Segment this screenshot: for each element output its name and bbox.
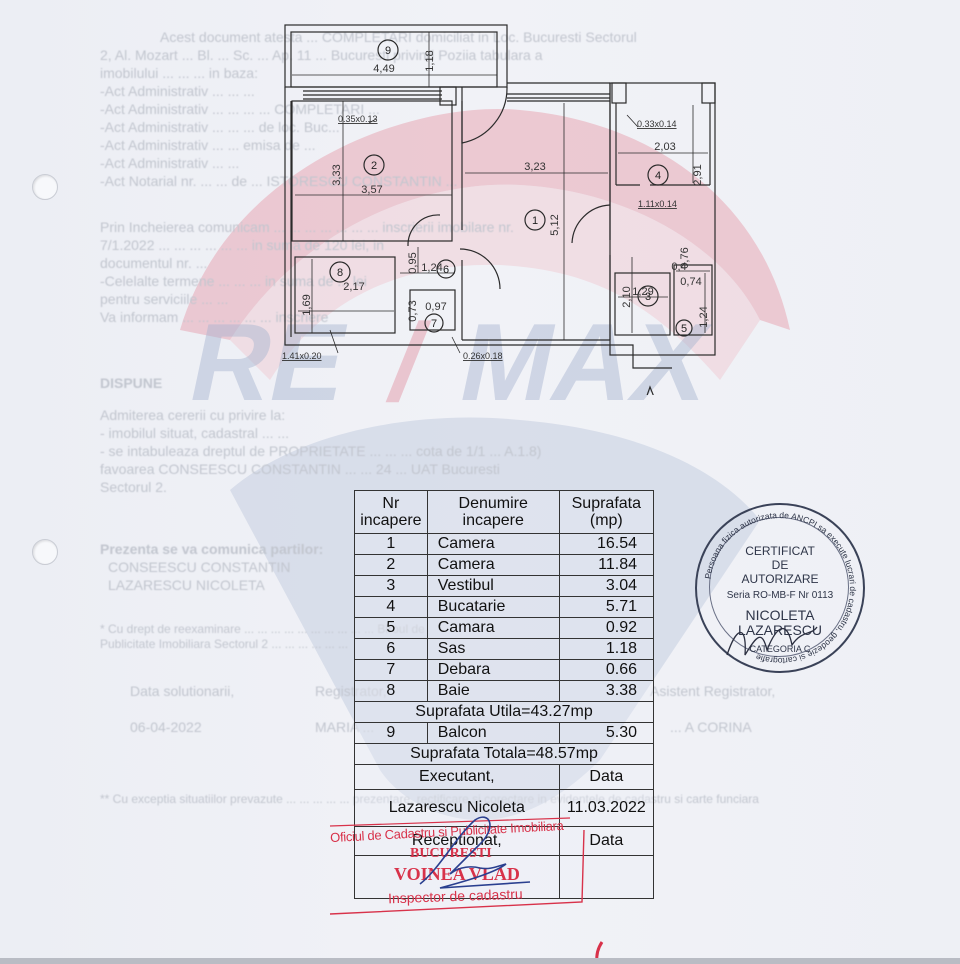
svg-text:2,03: 2,03 (654, 141, 675, 153)
north-arrow-icon (642, 385, 659, 408)
svg-text:2,10: 2,10 (621, 286, 633, 307)
punch-hole-bottom (32, 539, 58, 565)
svg-text:3,23: 3,23 (524, 161, 545, 173)
svg-text:0,4: 0,4 (671, 261, 686, 273)
bleed-through-dispune: DISPUNE Admiterea cererii cu privire la:… (100, 375, 542, 495)
header-room-name: Denumire incapere (426, 490, 560, 534)
header-room-area: Suprafata (mp) (558, 490, 655, 534)
svg-text:1,69: 1,69 (301, 294, 313, 315)
table-row: 5 Camara 0.92 (354, 617, 655, 639)
table-row: 8 Baie 3.38 (354, 680, 655, 702)
svg-text:5: 5 (681, 323, 687, 335)
certificate-stamp: Persoana fizica autorizata de ANCPI sa e… (695, 503, 865, 673)
balcony-row: 9 Balcon 5.30 (354, 722, 655, 744)
inspector-signature (419, 816, 531, 889)
svg-text:0,97: 0,97 (425, 301, 446, 313)
svg-text:1.11x0.14: 1.11x0.14 (638, 199, 677, 209)
svg-text:3,57: 3,57 (361, 184, 382, 196)
bleed-through-top: Acest document atesta ... COMPLETARI dom… (100, 29, 637, 189)
table-row: 7 Debara 0.66 (354, 659, 655, 681)
received-signature-row (354, 855, 655, 899)
svg-text:0.26x0.18: 0.26x0.18 (463, 351, 503, 361)
table-row: 3 Vestibul 3.04 (354, 575, 655, 597)
certificate-signature (726, 626, 818, 656)
svg-text:1,24: 1,24 (421, 262, 442, 274)
svg-text:2: 2 (371, 160, 377, 172)
useful-area-total-row: Suprafata Utila=43.27mp (354, 701, 654, 723)
floor-plan-drawing: 9 2 1 4 3 5 6 7 8 4,49 3,57 3,23 2,03 2,… (282, 24, 716, 408)
bleed-through-mid: Prin Incheierea comunicam ... ... ... ..… (100, 219, 514, 325)
svg-text:3: 3 (645, 291, 651, 303)
bleed-through-parties: Prezenta se va comunica partilor: CONSEE… (100, 541, 324, 593)
svg-text:1.41x0.20: 1.41x0.20 (282, 351, 322, 361)
page-bottom-edge (0, 958, 960, 964)
svg-text:1,29: 1,29 (632, 286, 653, 298)
certificate-stamp-ring: Persoana fizica autorizata de ANCPI sa e… (703, 510, 858, 666)
svg-text:9: 9 (385, 45, 391, 57)
svg-text:6: 6 (443, 264, 449, 276)
floor-plan: 9 2 1 4 3 5 6 7 8 4,49 3,57 3,23 2,03 2,… (270, 15, 730, 408)
svg-text:1,18: 1,18 (424, 50, 436, 71)
svg-text:4: 4 (655, 170, 661, 182)
table-row: 2 Camera 11.84 (354, 554, 655, 576)
svg-text:0.35x0.13: 0.35x0.13 (338, 114, 378, 124)
executant-row: Lazarescu Nicoleta 11.03.2022 (354, 789, 655, 827)
table-row: 4 Bucatarie 5.71 (354, 596, 655, 618)
svg-text:1: 1 (532, 215, 538, 227)
punch-hole-top (32, 174, 58, 200)
svg-text:0,74: 0,74 (680, 276, 701, 288)
svg-text:0.33x0.14: 0.33x0.14 (637, 119, 677, 129)
svg-text:3,33: 3,33 (331, 164, 343, 185)
ocpi-stamp-frame (329, 817, 585, 915)
header-room-number: Nr incapere (354, 490, 428, 534)
svg-text:0,76: 0,76 (679, 247, 691, 268)
table-row: 1 Camera 16.54 (354, 533, 655, 555)
svg-text:0,73: 0,73 (407, 300, 419, 321)
executant-header-row: Executant, Data (354, 764, 655, 790)
svg-text:5,12: 5,12 (549, 214, 561, 235)
svg-text:8: 8 (337, 267, 343, 279)
area-table-header: Nr incapere Denumire incapere Suprafata … (354, 490, 655, 534)
svg-text:2,91: 2,91 (692, 164, 704, 185)
bleed-through-note: * Cu drept de reexaminare ... ... ... ..… (100, 622, 425, 651)
svg-text:2,17: 2,17 (343, 281, 364, 293)
bleed-through-signatures: Data solutionarii, Registrator, Asistent… (130, 683, 776, 735)
ocpi-stamp-line2: BUCURESTI (410, 846, 492, 861)
area-table: Nr incapere Denumire incapere Suprafata … (354, 490, 655, 899)
table-row: 6 Sas 1.18 (354, 638, 655, 660)
svg-text:4,49: 4,49 (373, 63, 394, 75)
grand-total-row: Suprafata Totala=48.57mp (354, 743, 654, 765)
svg-text:1,24: 1,24 (698, 306, 710, 327)
svg-text:0,95: 0,95 (407, 252, 419, 273)
svg-text:7: 7 (431, 318, 437, 330)
